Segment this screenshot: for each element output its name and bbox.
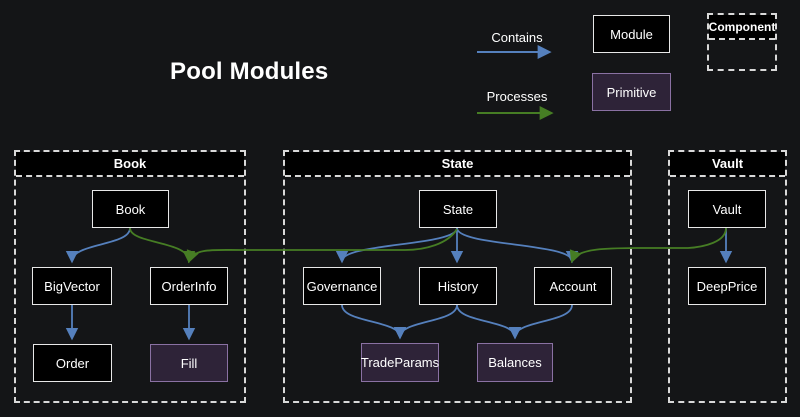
node-book: Book [92,190,169,228]
legend-primitive-sample: Primitive [592,73,671,111]
node-fill: Fill [150,344,228,382]
legend-contains-label: Contains [491,30,543,45]
legend-component-sample: Component [707,13,777,71]
node-tradeparams: TradeParams [361,343,439,382]
node-account: Account [534,267,612,305]
node-orderinfo: OrderInfo [150,267,228,305]
container-book: Book [14,150,246,403]
container-state-header: State [285,152,630,177]
node-vault: Vault [688,190,766,228]
node-history: History [419,267,497,305]
node-order: Order [33,344,112,382]
container-state: State [283,150,632,403]
node-balances: Balances [477,343,553,382]
node-state: State [419,190,497,228]
node-deepprice: DeepPrice [688,267,766,305]
diagram-title: Pool Modules [170,58,329,85]
container-vault-header: Vault [670,152,785,177]
legend-module-sample: Module [593,15,670,53]
legend-processes-label: Processes [486,89,548,104]
node-governance: Governance [303,267,381,305]
legend-component-label: Component [709,15,775,40]
container-vault: Vault [668,150,787,403]
node-bigvector: BigVector [32,267,112,305]
container-book-header: Book [16,152,244,177]
